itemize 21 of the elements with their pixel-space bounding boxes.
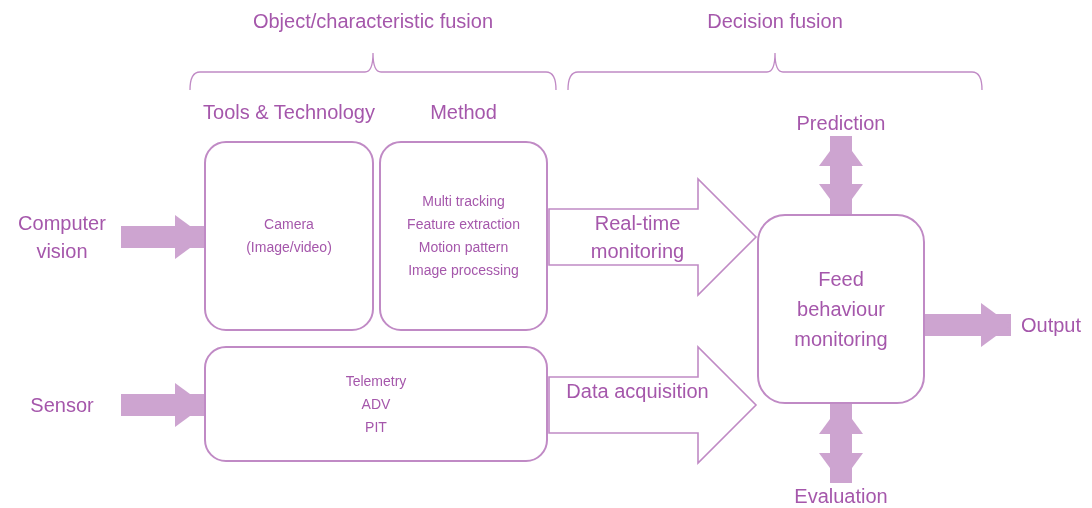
block-arrow: [548, 177, 758, 297]
process-box: Feed behaviour monitoring: [757, 214, 925, 404]
arrow: [819, 136, 863, 214]
process-box: Telemetry ADV PIT: [204, 346, 548, 462]
process-box: Multi tracking Feature extraction Motion pattern Image processing: [379, 141, 548, 331]
column-heading: Tools & Technology: [202, 100, 376, 125]
section-title: Decision fusion: [706, 9, 844, 34]
process-box: Camera (Image/video): [204, 141, 374, 331]
edge-label: Data acquisition: [565, 379, 710, 404]
output-label: Prediction: [795, 111, 887, 136]
arrow: [819, 404, 863, 483]
output-label: Evaluation: [793, 484, 889, 508]
source-label: Computer vision: [17, 211, 107, 264]
arrow: [121, 215, 205, 259]
block-arrow: [548, 345, 758, 465]
edge-label: Real-time monitoring: [589, 211, 686, 264]
arrow: [121, 383, 205, 427]
section-title: Object/characteristic fusion: [251, 9, 495, 34]
source-label: Sensor: [29, 393, 95, 418]
output-label: Output: [1019, 313, 1082, 338]
arrow: [924, 303, 1011, 347]
